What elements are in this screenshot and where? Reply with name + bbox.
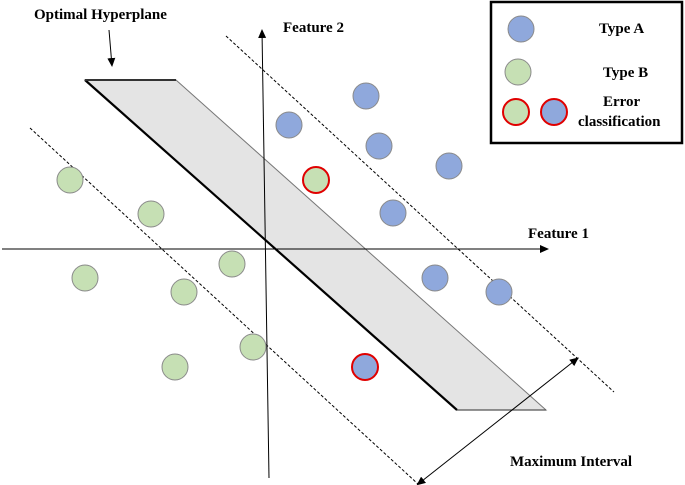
error-point-green bbox=[302, 166, 330, 194]
margin-line-lower bbox=[29, 127, 419, 485]
optimal-hyperplane-line bbox=[84, 79, 458, 411]
feature-2-axis bbox=[258, 29, 270, 479]
feature-2-label: Feature 2 bbox=[283, 20, 344, 36]
legend: Type A Type B Error classification bbox=[489, 0, 684, 145]
type-b-point bbox=[239, 333, 267, 361]
hyperplane-title: Optimal Hyperplane bbox=[34, 7, 167, 23]
type-a-point bbox=[352, 82, 380, 110]
type-a-point bbox=[365, 132, 393, 160]
type-b-point bbox=[71, 264, 99, 292]
hyperplane-pointer-arrow bbox=[107, 29, 116, 67]
legend-type-a-label: Type A bbox=[599, 21, 644, 37]
type-a-point bbox=[485, 278, 513, 306]
legend-error-blue-swatch bbox=[540, 98, 568, 126]
type-a-point bbox=[275, 111, 303, 139]
legend-error-green-swatch bbox=[502, 98, 530, 126]
type-b-point bbox=[218, 250, 246, 278]
type-b-point bbox=[137, 200, 165, 228]
margin-line-upper bbox=[225, 35, 615, 393]
legend-type-b-label: Type B bbox=[603, 65, 648, 81]
hyperplane-band bbox=[83, 79, 548, 411]
type-a-point bbox=[379, 199, 407, 227]
legend-error-label-line2: classification bbox=[578, 114, 661, 130]
type-a-point bbox=[435, 152, 463, 180]
legend-type-b-swatch bbox=[504, 58, 532, 86]
type-b-point bbox=[56, 166, 84, 194]
legend-type-a-swatch bbox=[507, 15, 535, 43]
type-a-point bbox=[421, 264, 449, 292]
type-b-point bbox=[170, 278, 198, 306]
error-point-blue bbox=[351, 353, 379, 381]
type-b-point bbox=[161, 353, 189, 381]
legend-error-label-line1: Error bbox=[603, 94, 641, 110]
feature-1-label: Feature 1 bbox=[528, 226, 589, 242]
maximum-interval-arrow bbox=[416, 357, 579, 485]
maximum-interval-label: Maximum Interval bbox=[510, 454, 632, 470]
